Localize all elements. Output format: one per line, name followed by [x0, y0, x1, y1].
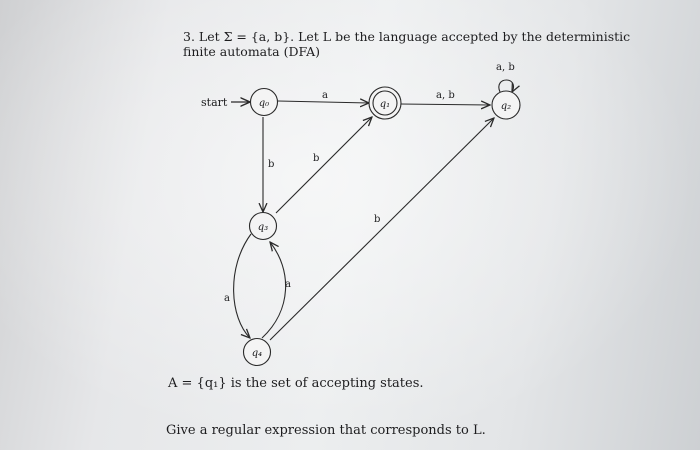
edge-q1-q2 [399, 104, 490, 105]
state-q1: q₁ [368, 86, 402, 120]
start-label: start [201, 96, 228, 109]
state-q2: q₂ [491, 90, 521, 120]
edge-label-q3-q4: a [224, 293, 230, 304]
edge-q4-q2 [269, 118, 494, 341]
edge-label-q4-q3: a [285, 279, 291, 290]
problem-statement-line1: 3. Let Σ = {a, b}. Let L be the language… [183, 29, 631, 44]
problem-statement-line2: finite automata (DFA) [183, 44, 320, 59]
edge-q3-q4 [233, 233, 252, 338]
edge-q4-q3 [261, 242, 287, 339]
state-q0: q₀ [249, 87, 279, 117]
edge-label-q4-q2: b [374, 214, 380, 225]
state-q4-label: q₄ [252, 348, 262, 359]
edge-q3-q1 [275, 117, 372, 214]
edge-label-q0-q3: b [268, 159, 274, 170]
accepting-states-text: A = {q₁} is the set of accepting states. [168, 376, 424, 391]
state-q0-label: q₀ [259, 98, 269, 109]
edge-q2-loop [498, 79, 514, 92]
state-q2-label: q₂ [501, 101, 511, 112]
state-q3-label: q₃ [258, 222, 268, 233]
edge-label-q1-q2: a, b [436, 90, 455, 101]
edge-label-q0-q1: a [322, 90, 328, 101]
edge-q0-q1 [277, 101, 369, 103]
state-q4: q₄ [242, 337, 272, 367]
state-q1-label: q₁ [380, 99, 390, 110]
edge-label-q2-loop: a, b [496, 62, 515, 73]
state-q3: q₃ [248, 211, 278, 241]
edge-label-q3-q1: b [313, 153, 319, 164]
question-text: Give a regular expression that correspon… [166, 423, 486, 438]
